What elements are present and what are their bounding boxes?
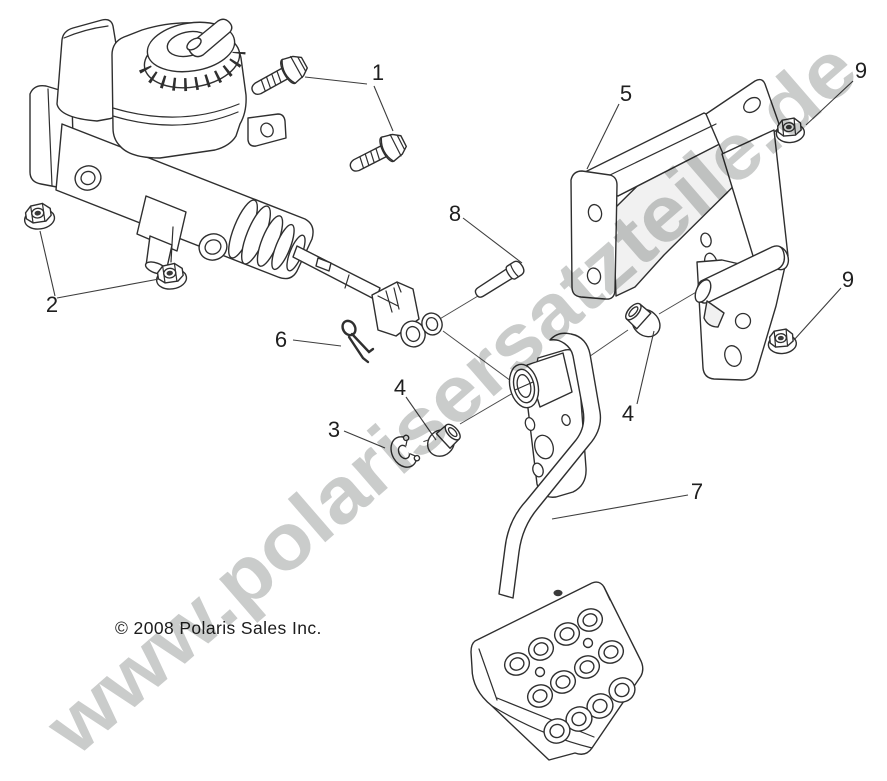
callout-9a: 9 bbox=[855, 58, 867, 83]
flange-nut-9b bbox=[767, 328, 798, 355]
pedal-treads bbox=[503, 608, 636, 744]
bracket-left-leg bbox=[570, 170, 618, 300]
cotter-pin bbox=[341, 319, 375, 364]
callout-4a: 4 bbox=[394, 375, 406, 400]
mc-piston bbox=[227, 199, 306, 272]
cap-handle bbox=[188, 18, 233, 58]
callout-6: 6 bbox=[275, 327, 287, 352]
callout-4b: 4 bbox=[622, 401, 634, 426]
callout-5: 5 bbox=[620, 81, 632, 106]
callout-labels: 1 2 3 4 4 5 6 7 8 9 9 bbox=[46, 58, 867, 504]
callout-2: 2 bbox=[46, 292, 58, 317]
callout-1: 1 bbox=[372, 60, 384, 85]
pivot-bushing bbox=[625, 302, 661, 338]
flange-nut-2b bbox=[155, 262, 188, 290]
master-cylinder bbox=[29, 18, 381, 301]
callout-9b: 9 bbox=[842, 267, 854, 292]
e-clip bbox=[390, 429, 430, 468]
callout-3: 3 bbox=[328, 417, 340, 442]
mount-bracket bbox=[570, 78, 790, 381]
callout-7: 7 bbox=[691, 479, 703, 504]
flange-nut-9a bbox=[775, 117, 806, 144]
pedal-arm bbox=[498, 332, 602, 599]
reservoir-cap bbox=[139, 18, 246, 92]
flange-bolt-2 bbox=[349, 133, 408, 172]
brake-pedal bbox=[470, 332, 644, 761]
push-rod bbox=[292, 245, 381, 301]
leader-lines bbox=[39, 76, 854, 520]
washer-bushing bbox=[426, 423, 461, 457]
clevis bbox=[371, 281, 443, 348]
copyright-text: © 2008 Polaris Sales Inc. bbox=[115, 618, 322, 638]
mc-left-tank bbox=[56, 18, 119, 122]
callout-8: 8 bbox=[449, 201, 461, 226]
flange-nut-2a bbox=[23, 202, 56, 230]
clevis-pin bbox=[474, 260, 525, 298]
flange-bolt-1 bbox=[251, 55, 308, 95]
